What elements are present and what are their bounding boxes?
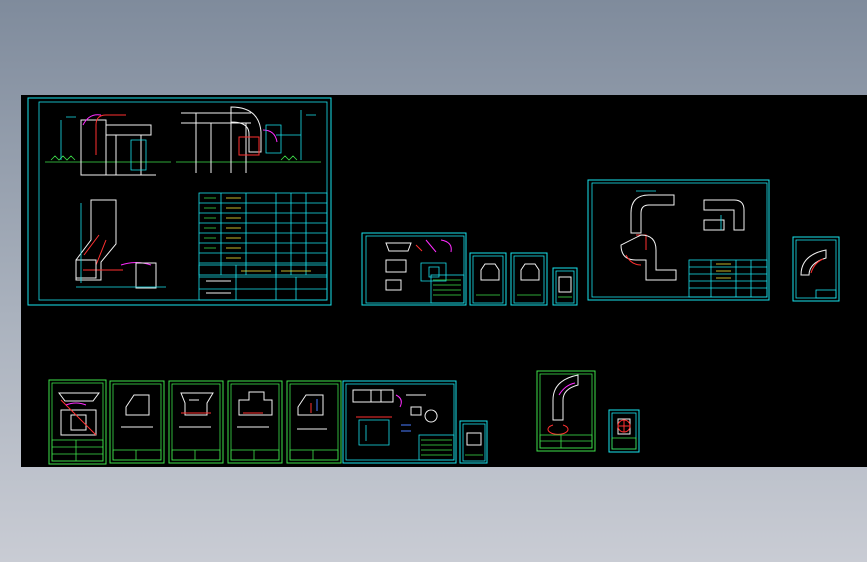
sheet-section-a[interactable] [361, 232, 467, 306]
sheet-system-layout[interactable] [27, 97, 332, 306]
sheet-bottom-5[interactable] [286, 380, 342, 464]
sheet-transition-3[interactable] [552, 267, 578, 306]
sheet-transition-2[interactable] [510, 252, 548, 306]
cad-drawing-canvas[interactable] [21, 95, 867, 467]
sheet-section-details[interactable] [342, 380, 457, 464]
sheet-bottom-4[interactable] [227, 380, 283, 464]
sheet-duct-elbows[interactable] [587, 179, 770, 301]
sheet-flange-detail[interactable] [608, 409, 640, 453]
cad-model-space[interactable] [21, 95, 867, 467]
sheet-bottom-1[interactable] [48, 379, 107, 465]
sheet-bottom-2[interactable] [109, 380, 165, 464]
sheet-elbow-detail[interactable] [792, 236, 840, 302]
sheet-bottom-small[interactable] [459, 420, 488, 464]
sheet-bottom-3[interactable] [168, 380, 224, 464]
sheet-transition-1[interactable] [469, 252, 507, 306]
sheet-vertical-elbow[interactable] [536, 370, 596, 452]
